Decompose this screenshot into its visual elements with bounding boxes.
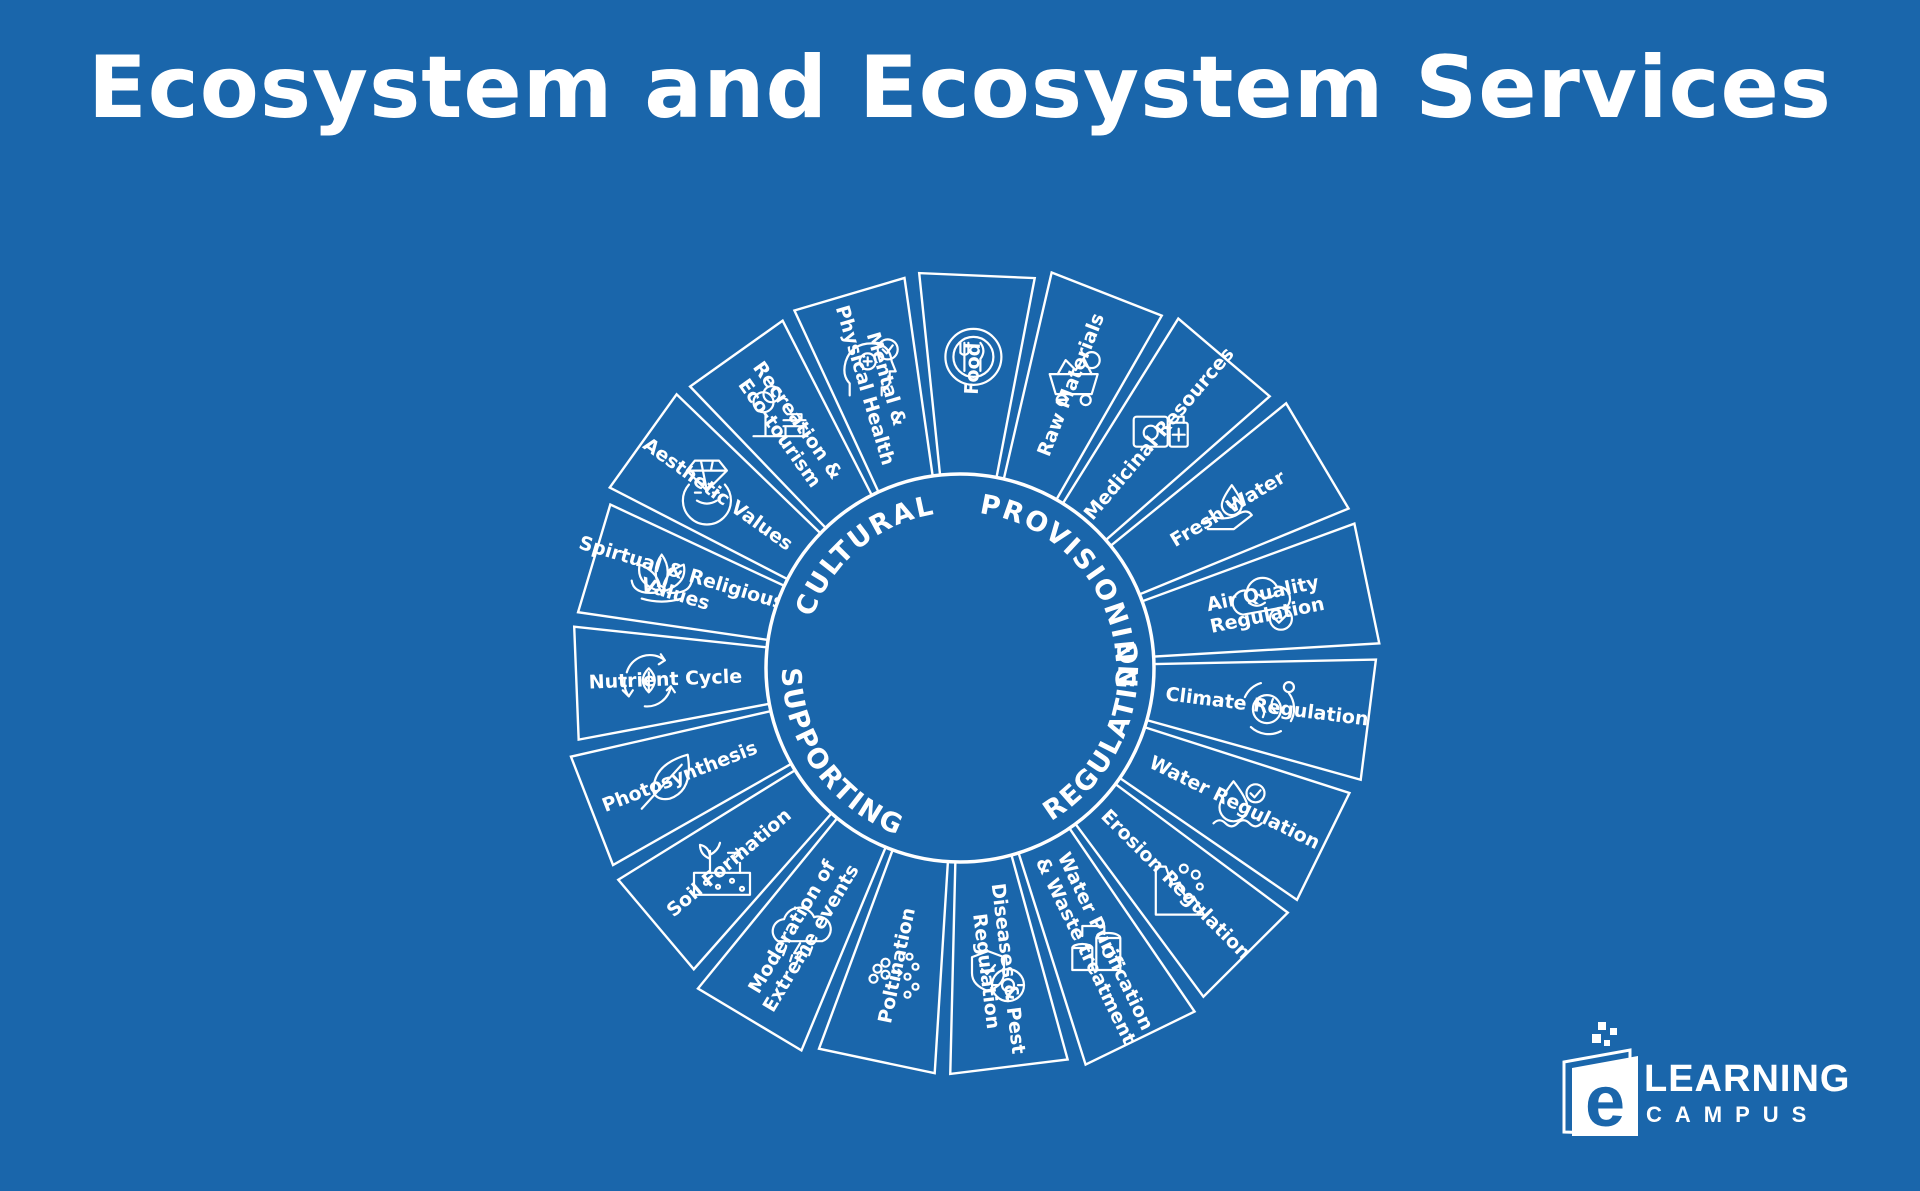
elearning-campus-logo: e LEARNING CAMPUS — [1560, 1020, 1860, 1140]
logo-main-text: LEARNING — [1644, 1058, 1851, 1100]
pollen-icon — [868, 952, 920, 999]
logo-sub-text: CAMPUS — [1646, 1102, 1820, 1127]
water-drop-check-icon — [1212, 780, 1266, 828]
park-bench-icon — [752, 385, 809, 438]
globe-climate-icon — [1243, 680, 1296, 736]
logo-mark-icon: e — [1562, 1022, 1638, 1140]
recycle-leaf-icon — [621, 653, 676, 708]
page-title: Ecosystem and Ecosystem Services — [88, 38, 1832, 138]
lotus-icon — [630, 553, 693, 603]
diamond-face-icon — [681, 459, 732, 526]
mind-health-icon — [843, 338, 899, 397]
mine-cart-icon — [1048, 351, 1101, 407]
treatment-tanks-icon — [1071, 924, 1122, 972]
soil-sprout-icon — [692, 841, 752, 896]
service-icons — [621, 327, 1296, 1003]
logo-letter: e — [1585, 1062, 1625, 1140]
water-hand-icon — [1200, 484, 1253, 531]
cloud-check-icon — [1231, 576, 1294, 631]
food-plate-icon — [944, 327, 1003, 386]
medicine-kit-icon — [1132, 415, 1189, 448]
eroding-cliff-icon — [1154, 863, 1205, 916]
leaf-icon — [640, 753, 690, 810]
storm-cloud-icon — [771, 906, 832, 965]
shield-virus-icon — [970, 949, 1026, 1003]
center-hub — [764, 472, 1156, 864]
